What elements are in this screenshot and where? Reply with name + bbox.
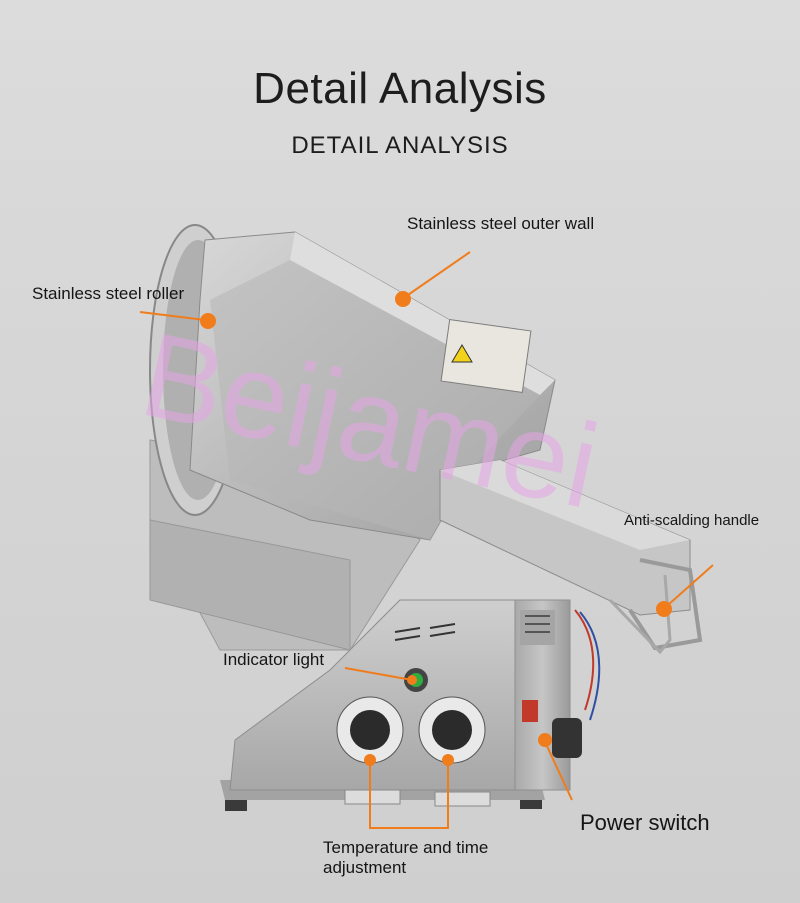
power-leader xyxy=(545,743,573,801)
indicator-dot xyxy=(407,675,417,685)
cable-gland xyxy=(552,718,582,758)
handle-leader xyxy=(667,564,714,606)
callout-roller: Stainless steel roller xyxy=(32,284,185,303)
callout-indicator: Indicator light xyxy=(223,650,325,669)
time-knob xyxy=(432,710,472,750)
callout-temp-time-line1: Temperature and time xyxy=(323,838,489,857)
handle-dot xyxy=(656,601,672,617)
callout-handle: Anti-scalding handle xyxy=(624,512,760,529)
callout-temp-time-line2: adjustment xyxy=(323,858,407,877)
outer-wall-dot xyxy=(395,291,411,307)
temperature-knob xyxy=(350,710,390,750)
roller-leader xyxy=(139,311,206,321)
callout-outer-wall: Stainless steel outer wall xyxy=(407,214,595,233)
time-dot xyxy=(442,754,454,766)
warning-label xyxy=(440,319,532,393)
outer-wall-leader xyxy=(404,251,471,298)
indicator-leader xyxy=(344,667,413,681)
warning-icon xyxy=(451,344,473,363)
power-switch xyxy=(522,700,538,722)
callout-power-switch: Power switch xyxy=(580,810,710,835)
roller-dot xyxy=(200,313,216,329)
handle-bar xyxy=(628,558,703,651)
page-title: Detail Analysis xyxy=(253,64,547,113)
adjust-leader xyxy=(369,762,449,829)
page-subtitle: DETAIL ANALYSIS xyxy=(291,132,509,159)
power-dot xyxy=(538,733,552,747)
temp-dot xyxy=(364,754,376,766)
